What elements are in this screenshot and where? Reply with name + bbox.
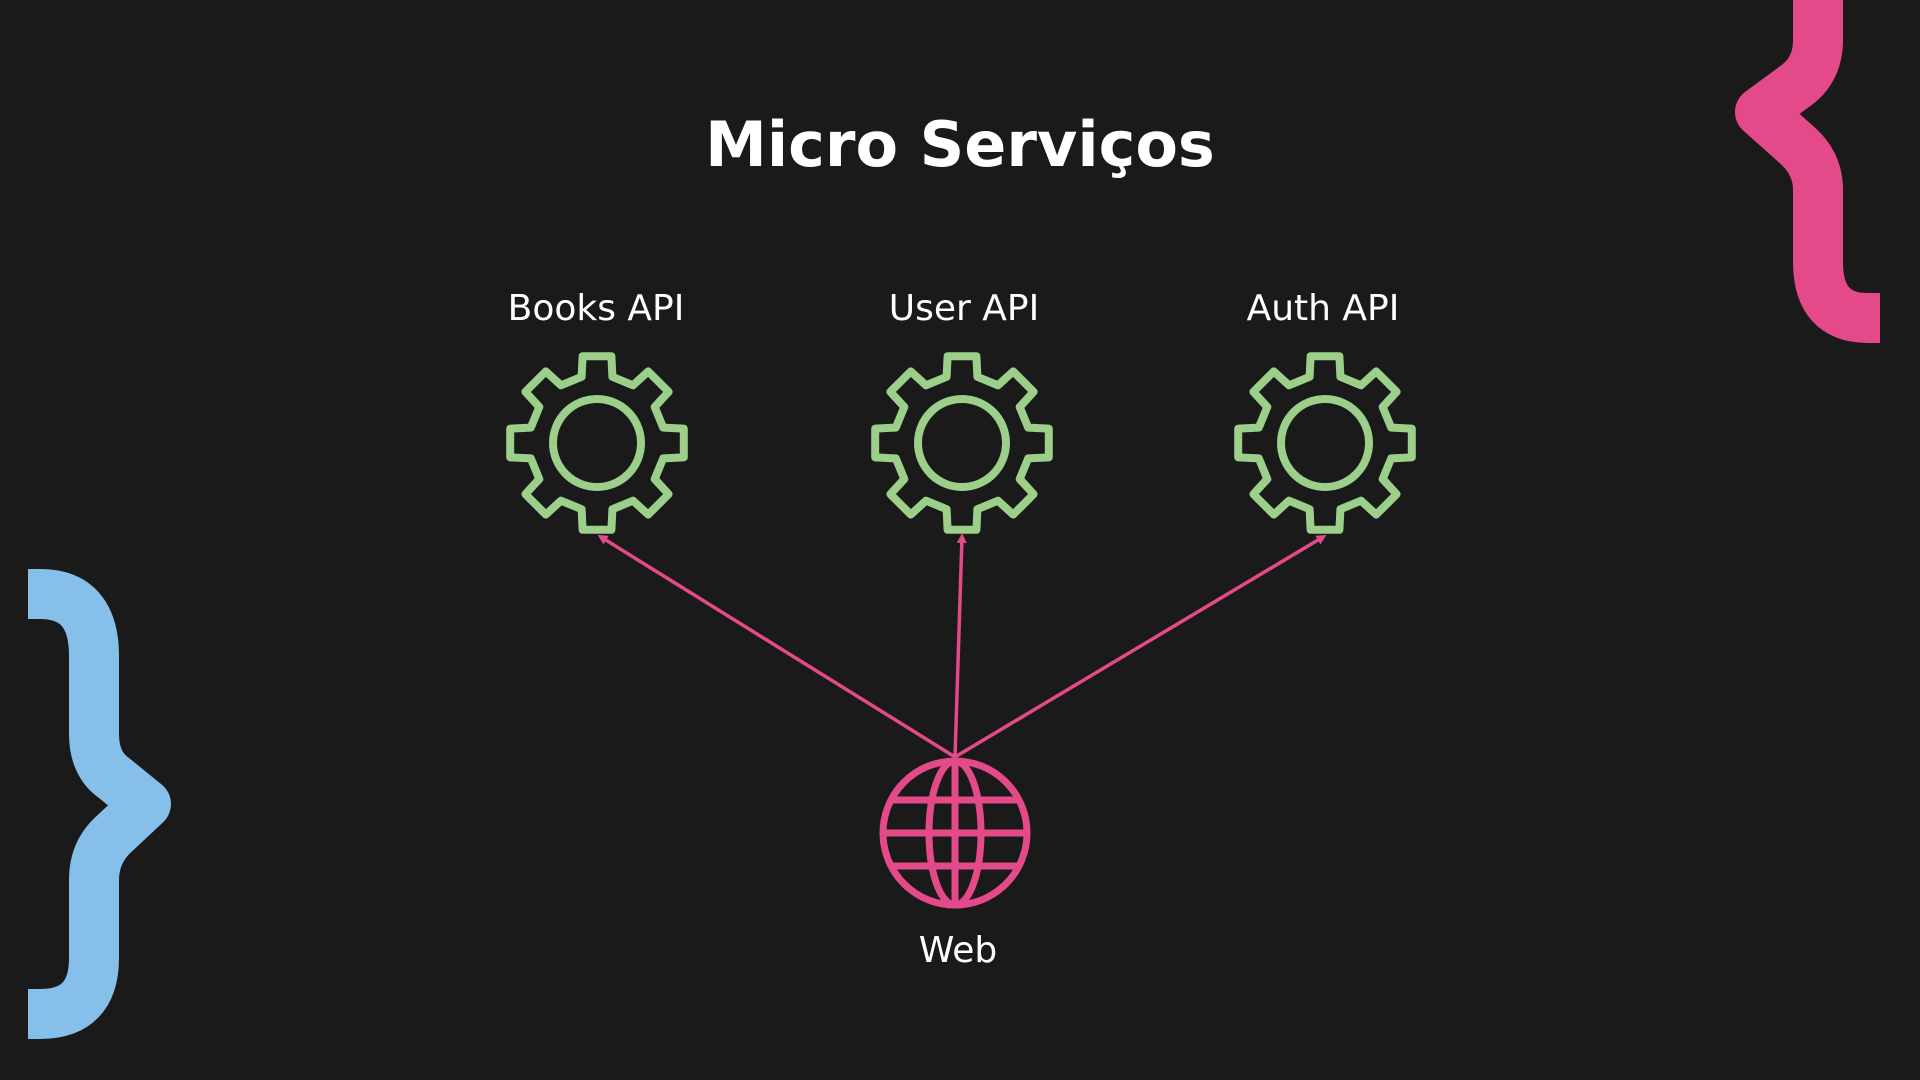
blue-brace-decoration <box>15 569 171 1039</box>
gear-hub <box>1277 395 1373 491</box>
gear-icon <box>506 352 688 534</box>
gear-hub <box>549 395 645 491</box>
page-title: Micro Serviços <box>705 108 1215 181</box>
gear-outline <box>871 352 1053 534</box>
pink-brace-decoration <box>1735 0 1893 343</box>
gear-outline <box>506 352 688 534</box>
gear-outline <box>1234 352 1416 534</box>
service-label-auth: Auth API <box>1247 288 1400 329</box>
service-label-books: Books API <box>508 288 685 329</box>
connection-arrow-books <box>597 534 956 759</box>
gear-icon <box>871 352 1053 534</box>
connection-arrow-auth <box>954 534 1327 759</box>
service-label-user: User API <box>889 288 1039 329</box>
gear-icon <box>1234 352 1416 534</box>
gear-hub <box>914 395 1010 491</box>
globe-icon <box>879 757 1031 909</box>
connection-arrow-user <box>953 533 967 758</box>
client-label-web: Web <box>919 930 998 971</box>
